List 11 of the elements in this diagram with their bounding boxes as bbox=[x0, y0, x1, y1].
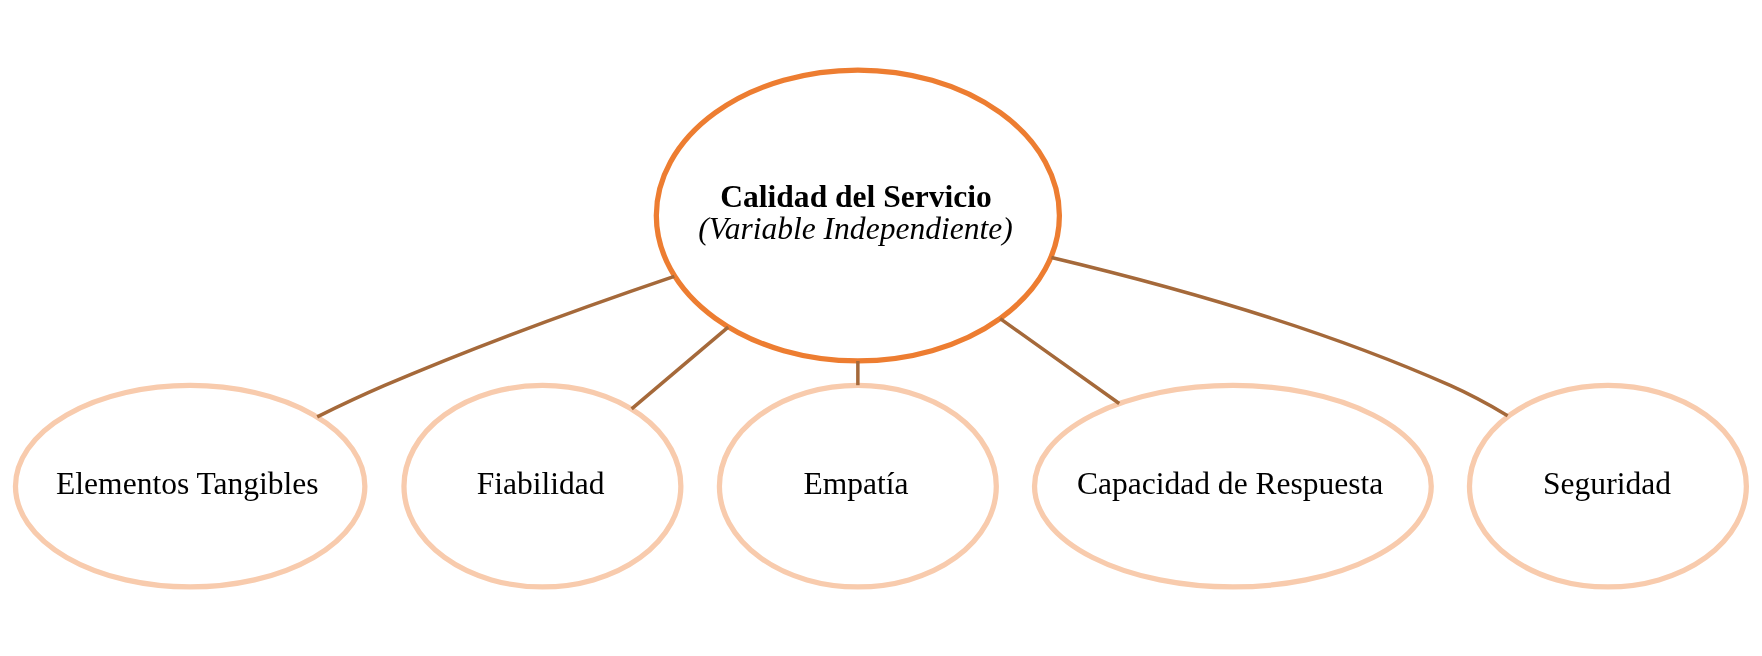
node-ellipse: Capacidad de Respuesta bbox=[1031, 382, 1434, 590]
node-ellipse: Calidad del Servicio (Variable Independiente) bbox=[653, 66, 1063, 364]
node-ellipse: Elementos Tangibles bbox=[12, 382, 368, 590]
connector bbox=[316, 274, 675, 418]
connector bbox=[856, 360, 860, 385]
connector bbox=[630, 325, 730, 410]
node-ellipse: Fiabilidad bbox=[401, 382, 684, 590]
connector bbox=[999, 316, 1121, 405]
node-ellipse: Seguridad bbox=[1466, 382, 1749, 590]
connector bbox=[1051, 255, 1509, 417]
node-ellipse: Empatía bbox=[716, 382, 999, 590]
